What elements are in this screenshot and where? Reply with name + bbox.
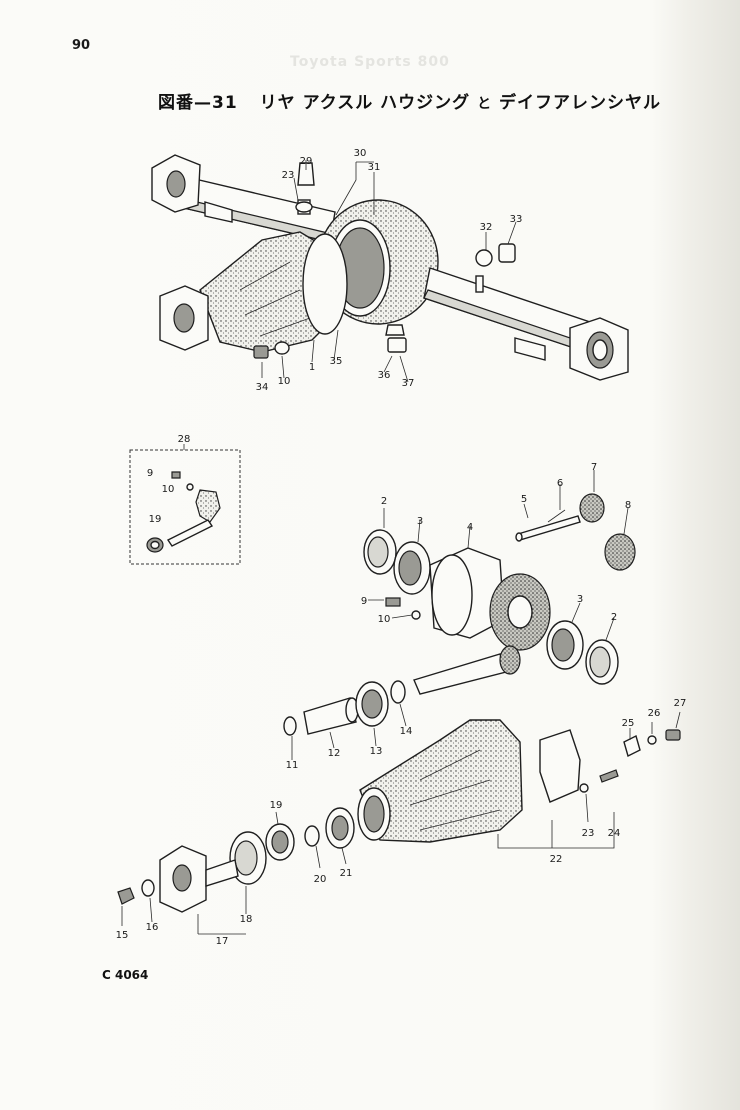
differential-carrier-assembly: 19 20 21 22 23 24 25 26 27 15 16 17 18 — [116, 698, 687, 947]
callout-35: 35 — [330, 356, 343, 367]
page-number: 90 — [72, 38, 91, 53]
callout-31: 31 — [368, 162, 381, 173]
callout-37: 37 — [402, 378, 415, 389]
callout-5: 5 — [521, 494, 527, 505]
callout-9-box: 9 — [147, 468, 153, 479]
callout-2-right: 2 — [611, 612, 617, 623]
figure-title: 図番—31 リヤ アクスル ハウジング と デイフアレンシヤル — [158, 88, 661, 113]
callout-10: 10 — [278, 376, 291, 387]
callout-30: 30 — [354, 148, 367, 159]
pinion-parts: 11 12 13 14 — [283, 680, 413, 771]
callout-10-diff: 10 — [378, 614, 391, 625]
callout-25: 25 — [622, 718, 635, 729]
ring-pinion-set-box: 28 9 10 19 — [129, 434, 241, 565]
callout-12: 12 — [328, 748, 341, 759]
differential-assembly: 2 3 4 5 6 7 8 9 10 3 2 — [361, 462, 636, 695]
callouts-top: 29 30 31 23 32 33 34 10 1 35 36 37 — [256, 148, 523, 393]
callout-20: 20 — [314, 874, 327, 885]
callout-8: 8 — [625, 500, 631, 511]
callout-15: 15 — [116, 930, 129, 941]
header-ghost-text: Toyota Sports 800 — [290, 54, 450, 70]
callout-32: 32 — [480, 222, 493, 233]
callout-3-right: 3 — [577, 594, 583, 605]
callout-14: 14 — [400, 726, 413, 737]
axle-housing-assembly — [151, 154, 629, 383]
callout-4: 4 — [467, 522, 473, 533]
title-part-name-1: リヤ アクスル ハウジング — [259, 93, 471, 113]
callout-23: 23 — [282, 170, 295, 181]
callout-11: 11 — [286, 760, 299, 771]
figure-label: 図番—31 — [158, 93, 238, 113]
callout-26: 26 — [648, 708, 661, 719]
callout-9-diff: 9 — [361, 596, 367, 607]
callout-21: 21 — [340, 868, 353, 879]
callout-23-carrier: 23 — [582, 828, 595, 839]
callout-27: 27 — [674, 698, 687, 709]
callout-3-left: 3 — [417, 516, 423, 527]
callout-7: 7 — [591, 462, 597, 473]
callout-18: 18 — [240, 914, 253, 925]
callout-24: 24 — [608, 828, 621, 839]
title-conjunction: と — [477, 96, 493, 112]
callout-19: 19 — [270, 800, 283, 811]
callout-22: 22 — [550, 854, 563, 865]
callout-10-box: 10 — [162, 484, 175, 495]
callout-34: 34 — [256, 382, 269, 393]
callout-28: 28 — [178, 434, 191, 445]
callout-36: 36 — [378, 370, 391, 381]
title-part-name-2: デイフアレンシヤル — [499, 93, 661, 113]
callout-16: 16 — [146, 922, 159, 933]
callout-17: 17 — [216, 936, 229, 947]
callout-1: 1 — [309, 362, 315, 373]
callout-33: 33 — [510, 214, 523, 225]
callout-13: 13 — [370, 746, 383, 757]
figure-code: C 4064 — [102, 968, 149, 982]
callout-19-box: 19 — [149, 514, 162, 525]
callout-6: 6 — [557, 478, 563, 489]
callout-2-left: 2 — [381, 496, 387, 507]
callout-29: 29 — [300, 156, 313, 167]
